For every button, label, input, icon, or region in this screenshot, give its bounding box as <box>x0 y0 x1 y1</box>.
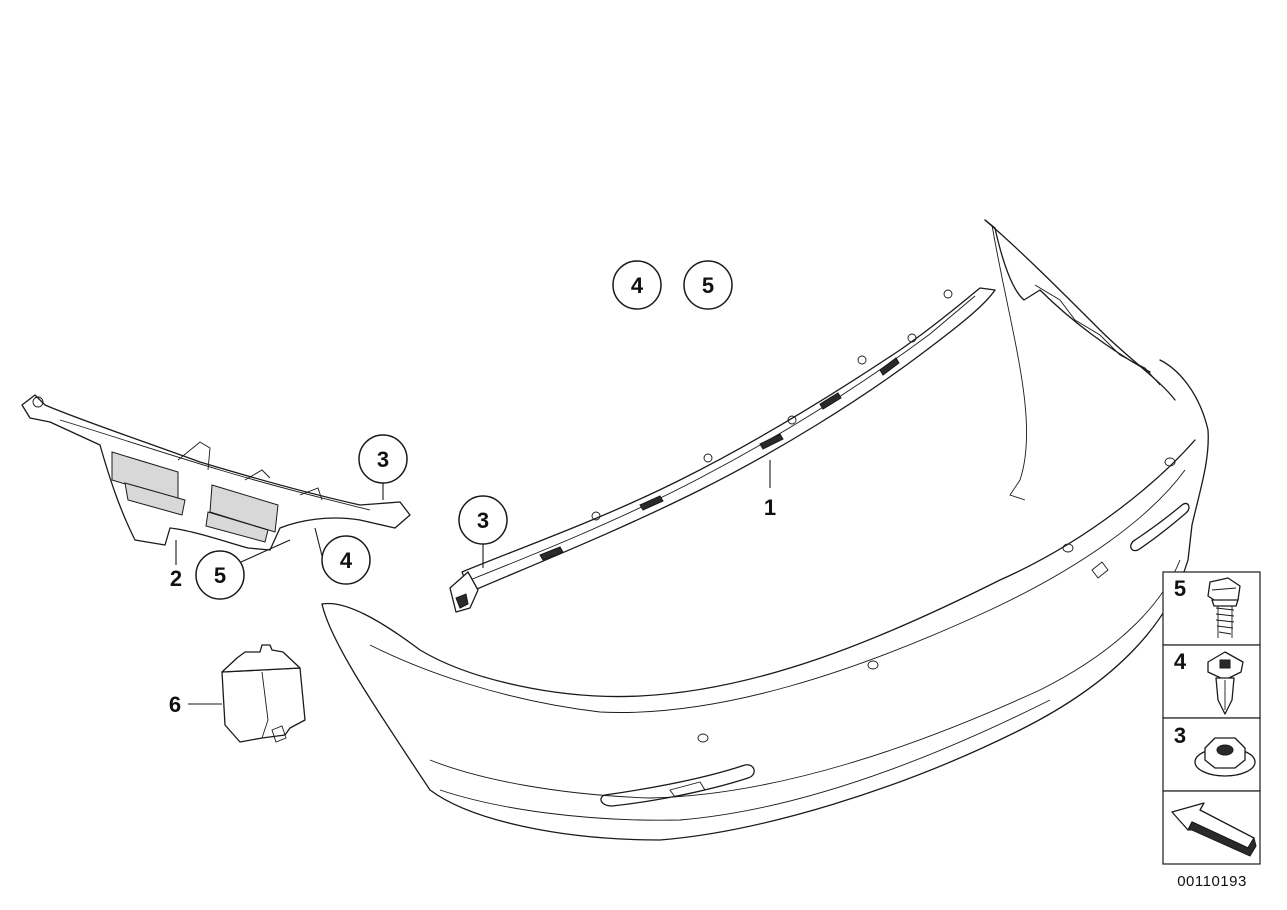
small-bracket-housing <box>221 644 306 743</box>
legend-item-nut: 3 <box>1162 717 1261 792</box>
legend-direction <box>1162 790 1261 865</box>
leader-4-left <box>314 527 324 561</box>
svg-text:4: 4 <box>340 548 353 573</box>
leader-lines <box>175 460 771 705</box>
svg-text:3: 3 <box>1174 723 1186 748</box>
callout-3-left: 3 <box>358 434 408 484</box>
left-bumper-bracket <box>21 394 411 551</box>
svg-text:3: 3 <box>477 508 489 533</box>
front-direction-arrow-icon <box>1171 802 1257 857</box>
callout-1: 1 <box>764 495 776 520</box>
callout-4-left: 4 <box>321 535 371 585</box>
svg-text:5: 5 <box>214 563 226 588</box>
diagram-code: 00110193 <box>1177 873 1247 890</box>
bumper-cover <box>321 219 1209 841</box>
leader-5-left <box>240 539 291 563</box>
svg-text:6: 6 <box>169 692 181 717</box>
flange-nut-icon <box>1194 737 1256 777</box>
callout-5-top: 5 <box>683 260 733 310</box>
callout-2: 2 <box>170 566 182 591</box>
svg-text:5: 5 <box>702 273 714 298</box>
legend-item-bolt: 5 <box>1162 571 1261 646</box>
callout-5-left: 5 <box>195 550 245 600</box>
expanding-rivet-icon <box>1207 651 1244 715</box>
svg-text:2: 2 <box>170 566 182 591</box>
svg-text:1: 1 <box>764 495 776 520</box>
bumper-carrier-rail <box>449 287 996 613</box>
callout-4-top: 4 <box>612 260 662 310</box>
svg-text:3: 3 <box>377 447 389 472</box>
svg-text:4: 4 <box>631 273 644 298</box>
callout-3-mid: 3 <box>458 495 508 545</box>
legend: 5 4 3 <box>1162 571 1261 865</box>
svg-text:4: 4 <box>1174 649 1187 674</box>
bolt-screw-icon <box>1207 577 1241 638</box>
legend-item-rivet: 4 <box>1162 644 1261 719</box>
svg-text:5: 5 <box>1174 576 1186 601</box>
callout-6: 6 <box>169 692 181 717</box>
